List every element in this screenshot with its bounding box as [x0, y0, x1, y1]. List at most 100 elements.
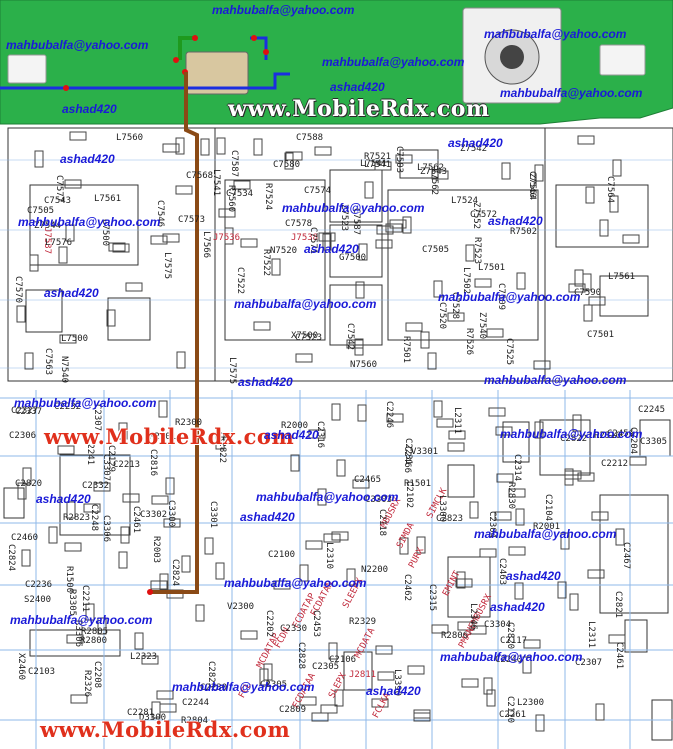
smd-part	[97, 617, 107, 635]
smd-part	[120, 526, 130, 544]
top-label: Z7552	[471, 202, 481, 230]
top-label: C7588	[296, 133, 324, 143]
smd-part	[336, 459, 346, 477]
bottom-label: R3305	[67, 589, 77, 617]
bottom-label: L3300	[437, 495, 447, 523]
top-label: G7500	[339, 253, 367, 263]
bottom-label: C2460	[11, 533, 39, 543]
email-watermark: mahbubalfa@yahoo.com	[438, 290, 581, 304]
smd-part	[334, 689, 344, 707]
bottom-label: R2830	[506, 482, 516, 510]
email-watermark: mahbubalfa@yahoo.com	[6, 38, 149, 52]
smd-part	[355, 281, 365, 299]
top-label: C7590	[574, 288, 602, 298]
top-label: C7501	[587, 330, 615, 340]
smd-part	[399, 537, 409, 555]
bottom-label: C2240	[495, 655, 523, 665]
smd-part	[461, 678, 479, 688]
bottom-label: R2801	[149, 432, 177, 442]
top-label: L7566	[201, 231, 211, 259]
smd-part	[21, 549, 31, 567]
bottom-label: C2208	[92, 661, 102, 689]
top-label: N7520	[270, 246, 298, 256]
smd-part	[118, 551, 128, 569]
top-label: L7501	[478, 263, 506, 273]
smd-part	[290, 454, 300, 472]
top-label: L7562	[429, 168, 439, 196]
top-label: C7546	[155, 200, 165, 228]
top-label: Z7523	[339, 204, 349, 232]
smd-part	[569, 593, 579, 611]
top-label: R7502	[510, 227, 538, 237]
smd-part	[233, 180, 251, 190]
smd-part	[204, 537, 214, 555]
smd-part	[64, 179, 82, 189]
smd-part	[200, 138, 210, 156]
bottom-label: C3306	[101, 515, 111, 543]
bottom-label: C2261	[499, 710, 527, 720]
smd-part	[106, 309, 116, 327]
smd-part	[431, 624, 449, 634]
smd-part	[284, 152, 294, 170]
email-watermark: mahbubalfa@yahoo.com	[256, 490, 399, 504]
smd-part	[29, 254, 39, 272]
smd-part	[375, 645, 393, 655]
smd-part	[308, 429, 326, 439]
email-watermark: mahbubalfa@yahoo.com	[322, 55, 465, 69]
bottom-label: C2211	[80, 585, 90, 613]
bottom-label: C3307	[101, 454, 111, 482]
bottom-label: R2804	[181, 716, 209, 726]
smd-part	[508, 546, 526, 556]
smd-part	[322, 233, 332, 251]
smd-part	[523, 639, 541, 649]
smd-part	[224, 227, 234, 245]
top-label: Z7540	[477, 312, 487, 340]
bottom-label: S2400	[24, 595, 52, 605]
bottom-label: R2001	[533, 522, 561, 532]
bottom-label: C2466	[402, 446, 412, 474]
smd-part	[354, 338, 364, 356]
top-label: L7575	[162, 252, 172, 280]
smd-part	[585, 186, 595, 204]
smd-part	[629, 456, 647, 466]
bottom-label: C2327	[11, 406, 39, 416]
handle-watermark: ashad420	[238, 375, 293, 389]
top-label: C7528	[450, 292, 460, 320]
handle-watermark: ashad420	[60, 152, 115, 166]
bottom-label: C2463	[497, 558, 507, 586]
smd-part	[16, 305, 26, 323]
smd-part	[495, 426, 513, 436]
smd-part	[433, 400, 443, 418]
top-label: C7578	[285, 219, 313, 229]
bottom-label: L2311	[586, 621, 596, 649]
smd-part	[572, 414, 582, 432]
top-label: R7501	[401, 336, 411, 364]
smd-part	[158, 400, 168, 418]
bottom-label: L2323	[130, 652, 158, 662]
smd-part	[253, 321, 271, 331]
bottom-label: L2346	[468, 603, 478, 631]
bottom-label: R2806	[441, 631, 469, 641]
smd-part	[395, 154, 413, 164]
bottom-label: C2821	[613, 591, 623, 619]
smd-part	[591, 511, 609, 521]
bottom-label: C3305	[640, 437, 668, 447]
handle-watermark: ashad420	[62, 102, 117, 116]
bottom-label: R2329	[349, 617, 377, 627]
smd-part	[65, 224, 75, 242]
handle-watermark: ashad420	[36, 492, 91, 506]
smd-part	[431, 170, 449, 180]
top-label: R7522	[261, 249, 271, 277]
smd-part	[374, 161, 392, 171]
email-watermark: mahbubalfa@yahoo.com	[10, 613, 153, 627]
smd-part	[508, 488, 526, 498]
bottom-label: C3301	[208, 501, 218, 529]
smd-part	[358, 243, 368, 261]
smd-part	[181, 555, 191, 573]
bottom-label: C2230	[200, 683, 228, 693]
smd-part	[386, 413, 404, 423]
handle-watermark: ashad420	[264, 428, 319, 442]
email-watermark: mahbubalfa@yahoo.com	[18, 215, 161, 229]
bottom-label: C2305	[312, 662, 340, 672]
pad-left	[7, 54, 47, 84]
